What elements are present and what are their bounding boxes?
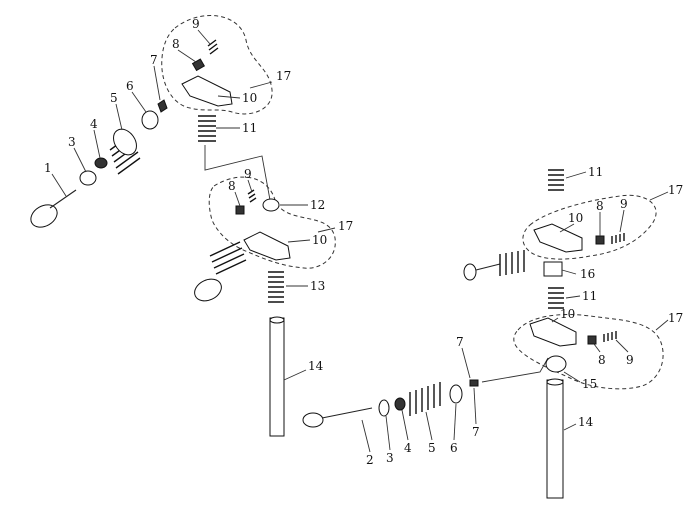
label-7-c: 7 xyxy=(456,335,464,349)
label-9-b: 9 xyxy=(244,167,252,181)
label-4-a: 4 xyxy=(90,117,98,131)
assembly-outline-right-top xyxy=(522,194,657,260)
nut-8-right-bottom xyxy=(587,335,597,345)
rocker-arm-10 xyxy=(181,75,233,107)
label-14-b: 14 xyxy=(578,415,594,429)
screw-9 xyxy=(207,39,219,55)
retainer-6 xyxy=(141,110,159,130)
label-13: 13 xyxy=(310,279,325,293)
label-11-a: 11 xyxy=(242,121,257,135)
valve-assembly-right xyxy=(463,250,525,281)
push-rod-14-right xyxy=(546,378,564,499)
seal-4-bottom xyxy=(394,397,406,411)
label-14-a: 14 xyxy=(308,359,324,373)
label-5-a: 5 xyxy=(110,91,118,105)
valve-1 xyxy=(30,189,77,228)
cup-15 xyxy=(545,355,567,373)
label-12: 12 xyxy=(310,198,325,212)
assembly-outline-middle xyxy=(208,176,336,269)
retainer-6-bottom xyxy=(449,384,463,404)
valve-assembly-middle xyxy=(194,241,247,302)
washer-3-bottom xyxy=(378,399,390,417)
spring-11-right-middle xyxy=(548,287,564,309)
label-3-b: 3 xyxy=(386,451,394,465)
label-15: 15 xyxy=(582,377,597,391)
label-11-c: 11 xyxy=(582,289,597,303)
cup-12 xyxy=(262,198,280,212)
label-7-b: 7 xyxy=(472,425,480,439)
cup-16 xyxy=(543,261,563,277)
label-10-a: 10 xyxy=(242,91,257,105)
seal-4 xyxy=(94,157,108,169)
label-9-c: 9 xyxy=(620,197,628,211)
label-17-c: 17 xyxy=(668,183,683,197)
connector-line-bottom xyxy=(481,357,549,383)
spring-11-top xyxy=(198,115,216,142)
label-5-b: 5 xyxy=(428,441,436,455)
part-labels: 1 3 4 5 6 7 8 9 10 11 17 8 9 12 17 10 13… xyxy=(44,17,683,467)
rocker-arm-10-right-bottom xyxy=(529,317,577,347)
screw-9-right-bottom xyxy=(603,331,617,342)
label-3-a: 3 xyxy=(68,135,76,149)
assembly-outline-top xyxy=(161,15,273,115)
label-6-b: 6 xyxy=(450,441,458,455)
nut-8-right-top xyxy=(595,235,605,245)
spring-11-right-top xyxy=(548,169,564,191)
cotter-7 xyxy=(157,99,168,113)
label-6-a: 6 xyxy=(126,79,134,93)
washer-3 xyxy=(79,170,97,186)
spring-13 xyxy=(268,271,284,303)
label-1-a: 1 xyxy=(44,161,52,175)
label-17-d: 17 xyxy=(668,311,683,325)
label-4-b: 4 xyxy=(404,441,412,455)
cotter-7-bottom xyxy=(469,379,479,387)
screw-9-right-top xyxy=(611,233,625,244)
rocker-arm-10-middle xyxy=(243,231,291,261)
label-2: 2 xyxy=(366,453,374,467)
rocker-arm-10-right-top xyxy=(533,223,583,253)
assembly-outline-right-bottom xyxy=(513,314,664,390)
screw-9-middle xyxy=(247,189,257,203)
label-8-d: 8 xyxy=(598,353,606,367)
push-rod-14-left xyxy=(269,316,285,437)
label-10-b: 10 xyxy=(312,233,327,247)
label-9-d: 9 xyxy=(626,353,634,367)
label-11-b: 11 xyxy=(588,165,603,179)
connector-line xyxy=(204,145,271,201)
label-8-a: 8 xyxy=(172,37,180,51)
label-10-d: 10 xyxy=(560,307,575,321)
label-8-c: 8 xyxy=(596,199,604,213)
leader-lines xyxy=(51,29,669,453)
label-10-c: 10 xyxy=(568,211,583,225)
spring-5 xyxy=(109,128,141,175)
label-7-a: 7 xyxy=(150,53,158,67)
label-17-b: 17 xyxy=(338,219,353,233)
valve-2 xyxy=(302,407,373,428)
label-9-a: 9 xyxy=(192,17,200,31)
nut-8-middle xyxy=(235,205,245,215)
label-8-b: 8 xyxy=(228,179,236,193)
label-17-a: 17 xyxy=(276,69,291,83)
label-16: 16 xyxy=(580,267,595,281)
spring-5-bottom xyxy=(409,382,441,416)
